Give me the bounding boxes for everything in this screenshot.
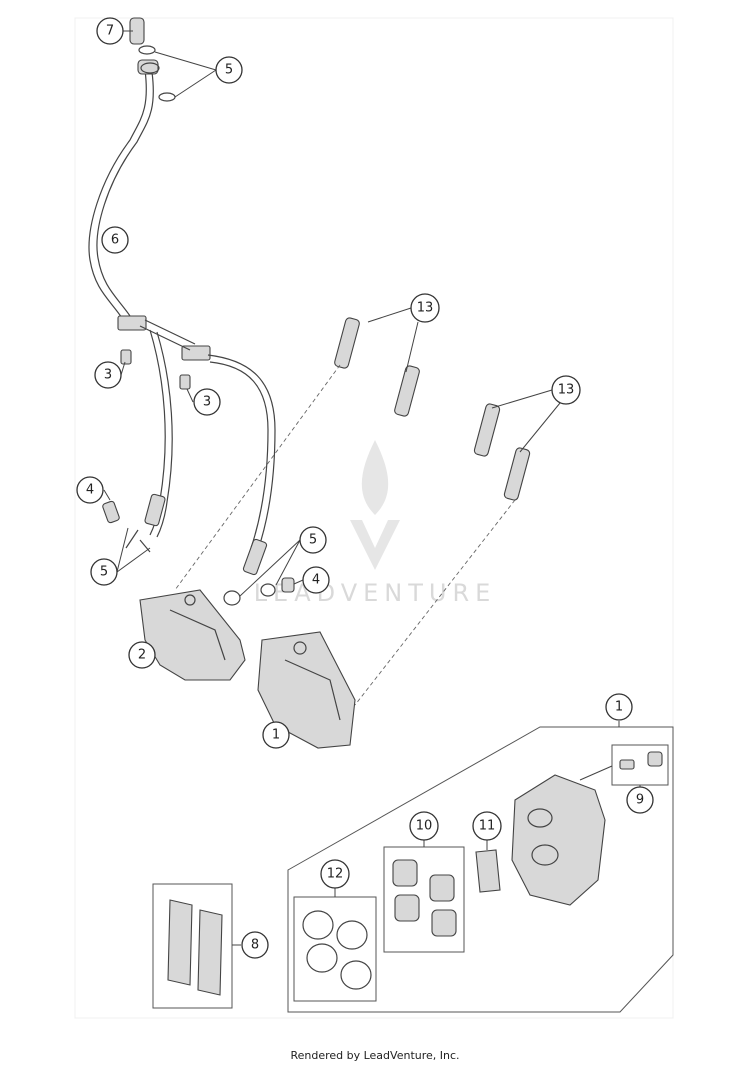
svg-text:13: 13 — [417, 301, 434, 316]
callout-6: 6 — [101, 226, 129, 254]
callout-1-caliper: 1 — [262, 721, 290, 749]
callout-8: 8 — [241, 931, 269, 959]
svg-text:11: 11 — [479, 819, 496, 834]
svg-text:7: 7 — [106, 24, 114, 39]
seals-box — [293, 896, 377, 1002]
callout-5-left: 5 — [90, 558, 118, 586]
callout-3-right: 3 — [193, 388, 221, 416]
washers-5-lower — [125, 529, 276, 606]
footer-credit: Rendered by LeadVenture, Inc. — [290, 1049, 460, 1062]
svg-text:2: 2 — [138, 648, 146, 663]
callout-10: 10 — [409, 811, 439, 841]
callout-11: 11 — [472, 811, 502, 841]
caliper-1 — [257, 631, 356, 749]
seals — [302, 910, 372, 990]
kit-box-outline — [287, 726, 674, 1013]
alignment-line-right — [354, 499, 516, 706]
callout-5-top: 5 — [215, 56, 243, 84]
callout-4-right: 4 — [302, 566, 330, 594]
svg-text:8: 8 — [251, 938, 259, 953]
callout-13-upper: 13 — [410, 293, 440, 323]
leader-lines — [103, 30, 641, 946]
callout-4-left: 4 — [76, 476, 104, 504]
callout-13-lower: 13 — [551, 375, 581, 405]
svg-text:5: 5 — [100, 565, 108, 580]
brake-pads-box — [152, 883, 233, 1009]
svg-text:9: 9 — [636, 793, 644, 808]
svg-text:5: 5 — [309, 533, 317, 548]
callout-9: 9 — [626, 786, 654, 814]
caliper-2 — [139, 589, 246, 681]
brake-hose — [88, 59, 276, 576]
svg-text:12: 12 — [327, 867, 344, 882]
callout-3-left: 3 — [94, 361, 122, 389]
pistons — [392, 859, 457, 937]
bleeder-kit — [619, 751, 663, 770]
callout-5-right: 5 — [299, 526, 327, 554]
svg-text:4: 4 — [86, 483, 94, 498]
caliper-kit-body — [511, 774, 606, 906]
callout-7: 7 — [96, 17, 124, 45]
watermark-flame-icon — [361, 440, 389, 515]
callout-12: 12 — [320, 859, 350, 889]
brake-pads — [167, 899, 223, 996]
svg-text:6: 6 — [111, 233, 119, 248]
pins-13 — [334, 317, 531, 501]
svg-text:5: 5 — [225, 63, 233, 78]
svg-text:1: 1 — [615, 700, 623, 715]
svg-text:13: 13 — [558, 383, 575, 398]
pad-spring — [475, 849, 501, 893]
svg-text:4: 4 — [312, 573, 320, 588]
svg-text:1: 1 — [272, 728, 280, 743]
bolts-3 — [120, 349, 191, 390]
svg-text:10: 10 — [416, 819, 433, 834]
alignment-line-left — [174, 364, 341, 591]
callout-1-kit: 1 — [605, 693, 633, 721]
bleeders-4 — [102, 500, 295, 593]
svg-text:3: 3 — [104, 368, 112, 383]
callout-2: 2 — [128, 641, 156, 669]
svg-text:3: 3 — [203, 395, 211, 410]
watermark-v-icon — [350, 520, 400, 570]
diagram-frame — [74, 17, 674, 1019]
